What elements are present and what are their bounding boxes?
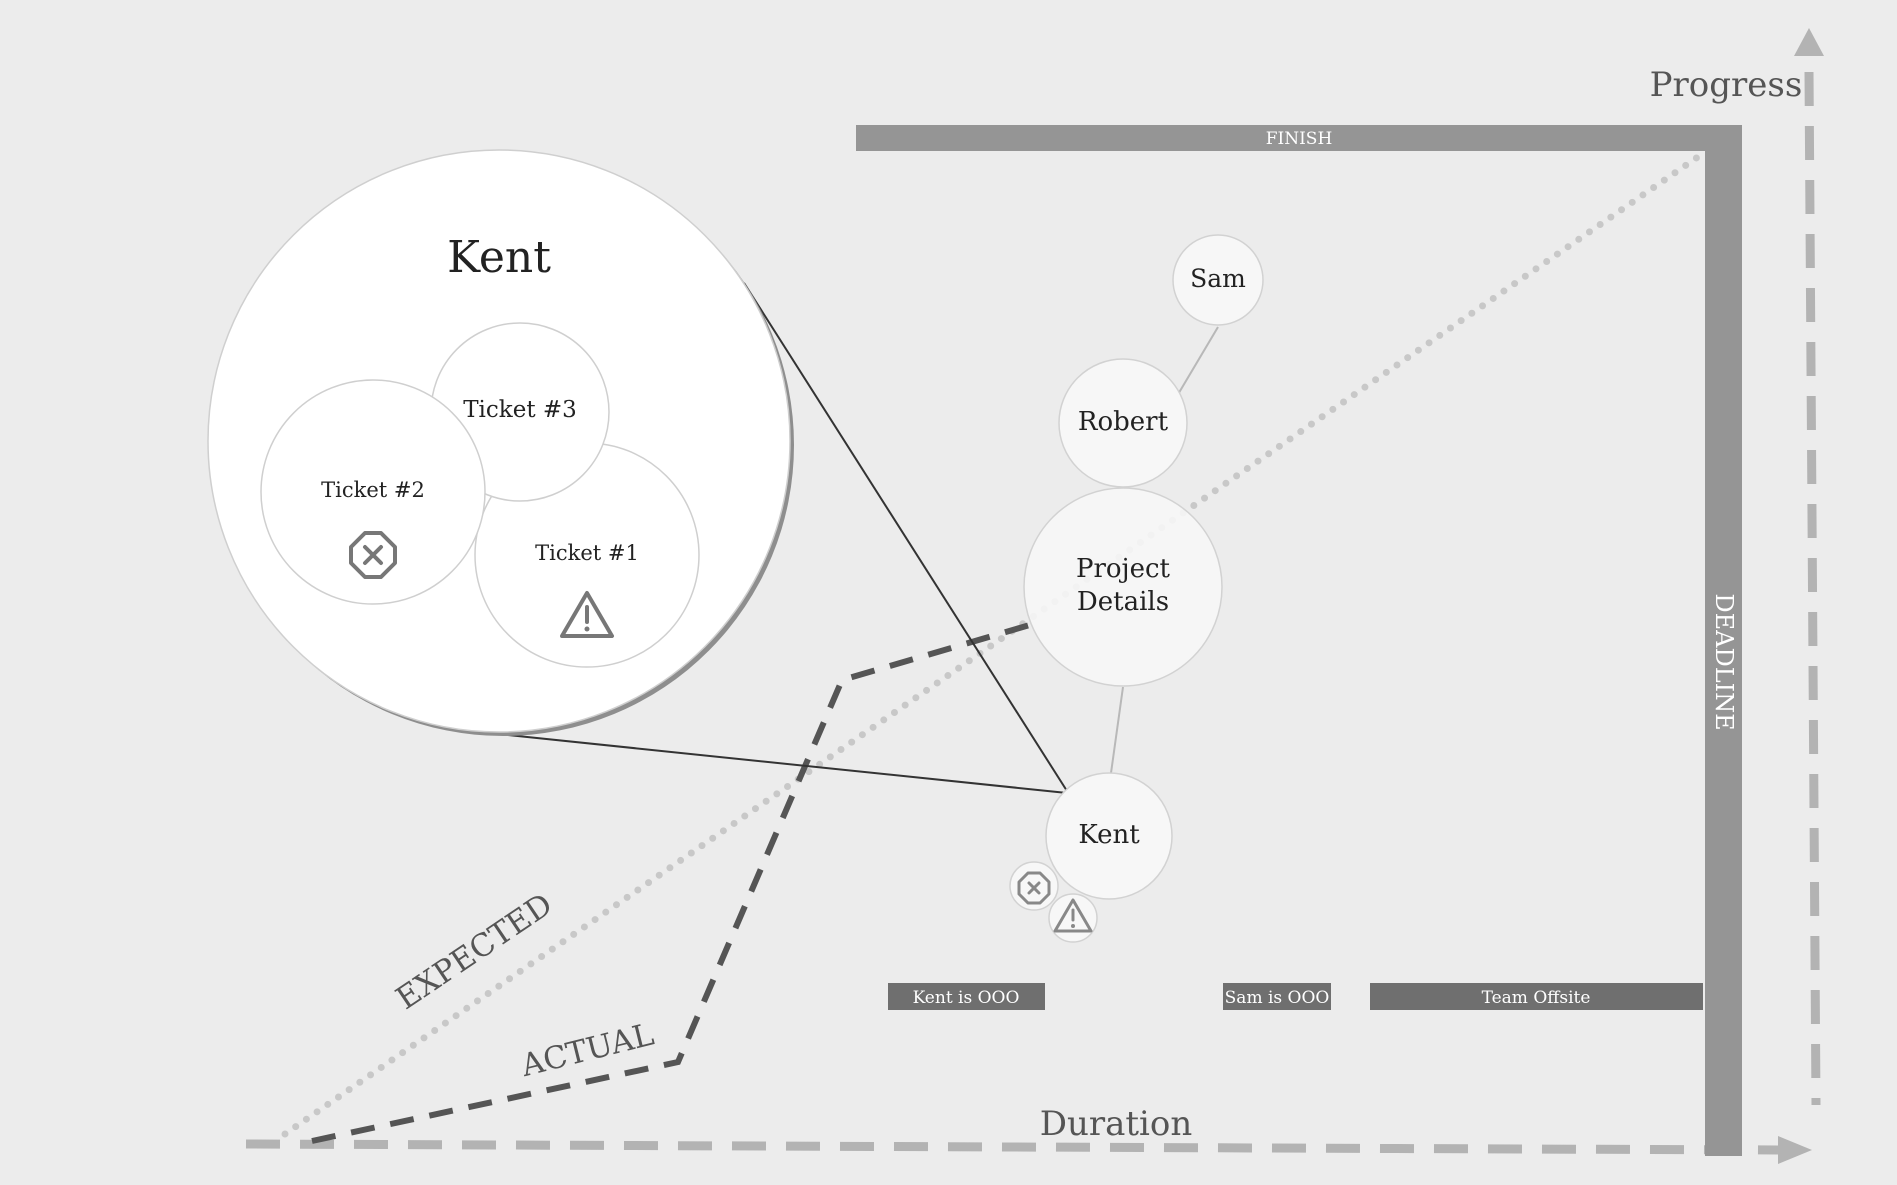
zoom-title: Kent <box>447 232 551 283</box>
kent-error-badge[interactable] <box>1009 861 1059 911</box>
event-label: Sam is OOO <box>1225 988 1330 1008</box>
ticket-2-circle[interactable]: Ticket #2 <box>260 379 486 605</box>
zoom-connector <box>743 282 1068 792</box>
kent-warning-badge[interactable] <box>1048 893 1098 943</box>
event-label: Team Offsite <box>1482 988 1591 1008</box>
kent-zoom-panel: Kent Ticket #1 Ticket #3 Ticket #2 <box>207 149 794 736</box>
x-octagon-icon <box>349 531 397 579</box>
finish-label: FINISH <box>1266 129 1333 149</box>
deadline-label: DEADLINE <box>1710 593 1738 730</box>
event-bar-sam-ooo: Sam is OOO <box>1223 983 1331 1010</box>
event-bar-team-offsite: Team Offsite <box>1370 983 1703 1010</box>
actual-line <box>311 621 1034 1144</box>
node-sam[interactable]: Sam <box>1172 234 1264 326</box>
node-label: Sam <box>1190 264 1246 293</box>
actual-label: ACTUAL <box>517 1017 658 1085</box>
y-axis <box>1794 28 1824 1106</box>
expected-label: EXPECTED <box>390 886 559 1017</box>
node-project-details[interactable]: Project Details <box>1023 487 1223 687</box>
event-bar-kent-ooo: Kent is OOO <box>888 983 1045 1010</box>
event-label: Kent is OOO <box>913 988 1020 1008</box>
warning-triangle-icon <box>560 591 614 638</box>
ticket-label: Ticket #1 <box>535 541 639 565</box>
node-robert[interactable]: Robert <box>1058 358 1188 488</box>
zoom-connector <box>468 730 1068 794</box>
x-axis-arrow-icon <box>1778 1136 1812 1164</box>
deadline-bar: DEADLINE <box>1705 151 1742 1156</box>
finish-bar: FINISH <box>856 125 1742 151</box>
y-axis-label: Progress <box>1650 65 1803 105</box>
expected-line <box>281 148 1709 1138</box>
node-label: Robert <box>1078 407 1169 437</box>
node-label: Kent <box>1078 820 1140 850</box>
x-axis-label: Duration <box>1040 1104 1193 1144</box>
warning-triangle-icon <box>1053 898 1093 933</box>
node-label-line-1: Project <box>1076 554 1171 584</box>
ticket-label: Ticket #2 <box>321 478 425 502</box>
ticket-label: Ticket #3 <box>463 397 577 423</box>
node-kent[interactable]: Kent <box>1045 772 1173 900</box>
y-axis-arrow-icon <box>1794 28 1824 56</box>
x-octagon-icon <box>1017 871 1051 905</box>
x-axis <box>245 1136 1812 1164</box>
node-label-line-2: Details <box>1077 587 1169 617</box>
